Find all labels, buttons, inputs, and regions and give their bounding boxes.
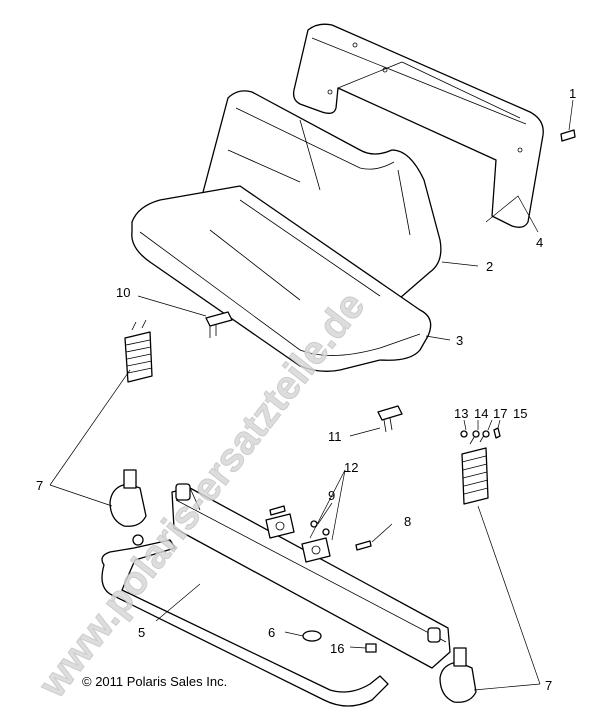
part-10-latch-cover (205, 311, 233, 338)
part-7-right-spring-bracket (439, 431, 489, 703)
part-6-grommet (302, 630, 322, 642)
part-12-latch-brackets (265, 513, 331, 563)
leader-lines (49, 195, 541, 691)
callout-16: 16 (330, 641, 344, 656)
callout-11: 11 (328, 429, 342, 444)
hardware-cluster-13-14-15-17 (460, 427, 501, 439)
callout-1: 1 (569, 86, 576, 101)
part-9-washers (310, 520, 330, 536)
callout-7-left: 7 (36, 478, 43, 493)
callout-labels: 1 2 3 4 5 6 7 7 8 9 10 11 12 13 14 15 16… (36, 86, 576, 693)
watermark-text: www.polaris-ersatzteile.de (30, 284, 374, 707)
part-1-screw (560, 99, 576, 142)
callout-8: 8 (404, 514, 411, 529)
callout-5: 5 (138, 625, 145, 640)
part-8-bolt (269, 505, 372, 551)
callout-14: 14 (474, 406, 488, 421)
callout-15: 15 (513, 406, 527, 421)
part-5-seat-frame (101, 483, 451, 707)
callout-9: 9 (328, 488, 335, 503)
part-3-seat-bottom-cushion (131, 185, 432, 372)
part-4-seat-back-panel (292, 23, 544, 228)
copyright-text: © 2011 Polaris Sales Inc. (82, 674, 227, 689)
callout-3: 3 (456, 333, 463, 348)
part-7-left-spring-bracket (109, 319, 153, 527)
callout-13: 13 (454, 406, 468, 421)
callout-6: 6 (268, 625, 275, 640)
callout-2: 2 (486, 259, 493, 274)
callout-12: 12 (344, 460, 358, 475)
part-16-nut (365, 643, 377, 653)
callout-7-right: 7 (545, 678, 552, 693)
callout-17: 17 (493, 406, 507, 421)
callout-4: 4 (536, 235, 543, 250)
callout-10: 10 (116, 285, 130, 300)
part-11-latch-cover (377, 405, 403, 433)
